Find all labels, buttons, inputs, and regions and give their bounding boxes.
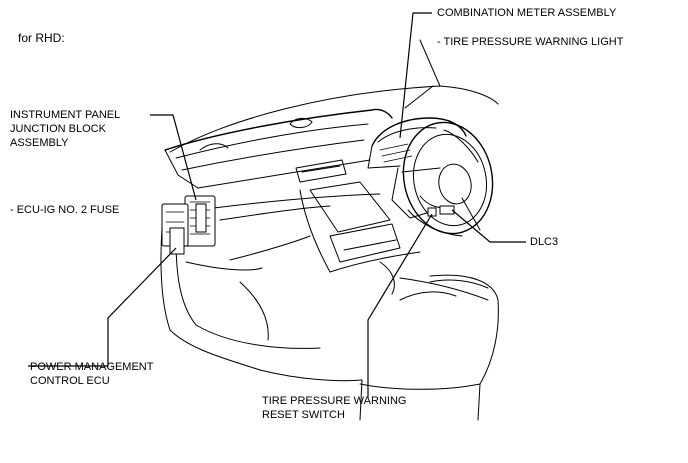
dlc3-connector xyxy=(439,205,455,215)
power-management-control-ecu xyxy=(161,203,189,255)
leader-reset-switch xyxy=(367,213,433,398)
dashboard-top xyxy=(164,108,393,189)
variant-label: for RHD: xyxy=(18,31,65,45)
junction-block-label-line1: INSTRUMENT PANEL xyxy=(10,109,121,121)
power-management-label-line2: CONTROL ECU xyxy=(30,375,110,387)
junction-block-assembly xyxy=(184,195,216,247)
windshield-outline xyxy=(169,39,499,153)
power-management-label-line1: POWER MANAGEMENT xyxy=(30,361,154,373)
center-console xyxy=(295,159,489,301)
steering-wheel xyxy=(391,121,494,237)
fuse-label: - ECU-IG NO. 2 FUSE xyxy=(10,204,120,216)
seat-outline xyxy=(359,274,499,421)
reset-switch-label-line2: RESET SWITCH xyxy=(262,409,345,421)
combination-meter-label: COMBINATION METER ASSEMBLY xyxy=(437,7,617,19)
reset-switch xyxy=(427,207,437,217)
leader-lines xyxy=(28,12,526,398)
reset-switch-label-line1: TIRE PRESSURE WARNING xyxy=(262,395,407,407)
lower-dash xyxy=(197,193,381,261)
dlc3-label: DLC3 xyxy=(530,236,559,248)
junction-block-label-line2: JUNCTION BLOCK xyxy=(10,123,106,135)
junction-block-label-line3: ASSEMBLY xyxy=(10,137,69,149)
leader-combination-meter xyxy=(399,12,432,139)
combination-meter-assembly xyxy=(367,117,479,169)
leader-power-management xyxy=(28,247,177,367)
tire-pressure-light-label: - TIRE PRESSURE WARNING LIGHT xyxy=(437,36,624,48)
leader-dlc3 xyxy=(451,209,526,243)
leader-junction-block xyxy=(150,114,197,201)
floor-outline xyxy=(160,227,363,382)
